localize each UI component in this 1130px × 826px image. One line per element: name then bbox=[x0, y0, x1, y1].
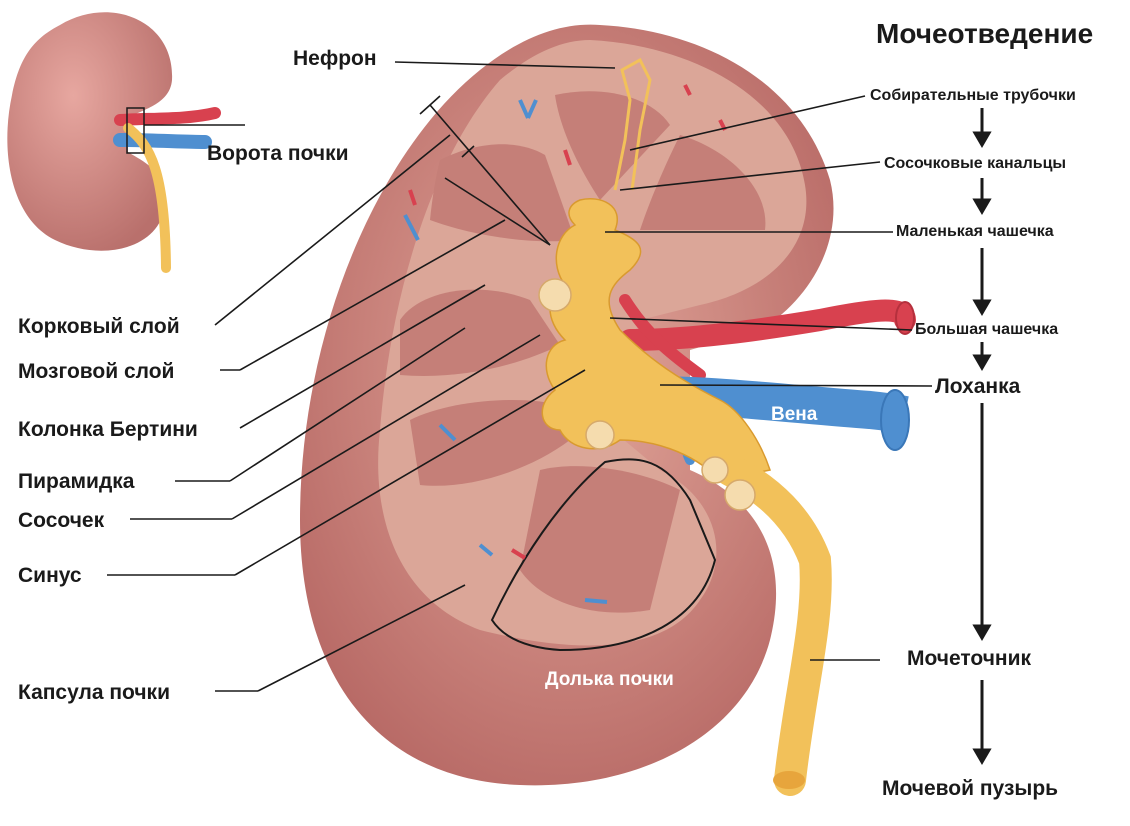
labels: Мочеотведение Нефрон Ворота почки Корков… bbox=[18, 18, 1093, 800]
arrow-6 bbox=[972, 680, 992, 765]
flow-step-collecting-ducts: Собирательные трубочки bbox=[870, 87, 1076, 104]
label-artery: Артерия bbox=[780, 335, 859, 356]
arrow-3 bbox=[972, 248, 992, 316]
flow-step-pelvis: Лоханка bbox=[935, 375, 1021, 398]
pyramid-3 bbox=[430, 144, 575, 242]
pyramid-5 bbox=[410, 400, 570, 486]
label-papilla: Сосочек bbox=[18, 509, 105, 532]
flow-step-papillary-ducts: Сосочковые канальцы bbox=[884, 155, 1066, 172]
pyramid-6 bbox=[520, 466, 680, 613]
flow-step-ureter: Мочеточник bbox=[907, 647, 1031, 670]
label-capsule: Капсула почки bbox=[18, 681, 170, 704]
arrow-2 bbox=[972, 178, 992, 215]
flow-step-bladder: Мочевой пузырь bbox=[882, 777, 1058, 800]
flow-step-major-calyx: Большая чашечка bbox=[915, 321, 1058, 338]
label-hilum: Ворота почки bbox=[207, 142, 349, 165]
renal-artery bbox=[619, 299, 916, 351]
arrow-4 bbox=[972, 342, 992, 371]
flow-step-minor-calyx: Маленькая чашечка bbox=[896, 223, 1054, 240]
big-kidney bbox=[300, 24, 916, 796]
leader-lines bbox=[107, 61, 933, 692]
pyramid-2 bbox=[640, 135, 766, 230]
label-pyramid: Пирамидка bbox=[18, 470, 135, 493]
title: Мочеотведение bbox=[876, 18, 1093, 49]
label-medulla: Мозговой слой bbox=[18, 360, 174, 383]
arrow-1 bbox=[972, 108, 992, 148]
flow-arrows bbox=[972, 108, 992, 765]
label-nephron: Нефрон bbox=[293, 47, 377, 70]
label-cortex: Корковый слой bbox=[18, 315, 180, 338]
label-lobe: Долька почки bbox=[545, 669, 674, 690]
arrow-5 bbox=[972, 403, 992, 641]
label-vein: Вена bbox=[771, 404, 818, 425]
label-column: Колонка Бертини bbox=[18, 418, 198, 441]
label-sinus: Синус bbox=[18, 564, 82, 587]
lobe-outline bbox=[490, 458, 717, 652]
small-kidney bbox=[7, 12, 221, 273]
ureter bbox=[714, 454, 832, 796]
